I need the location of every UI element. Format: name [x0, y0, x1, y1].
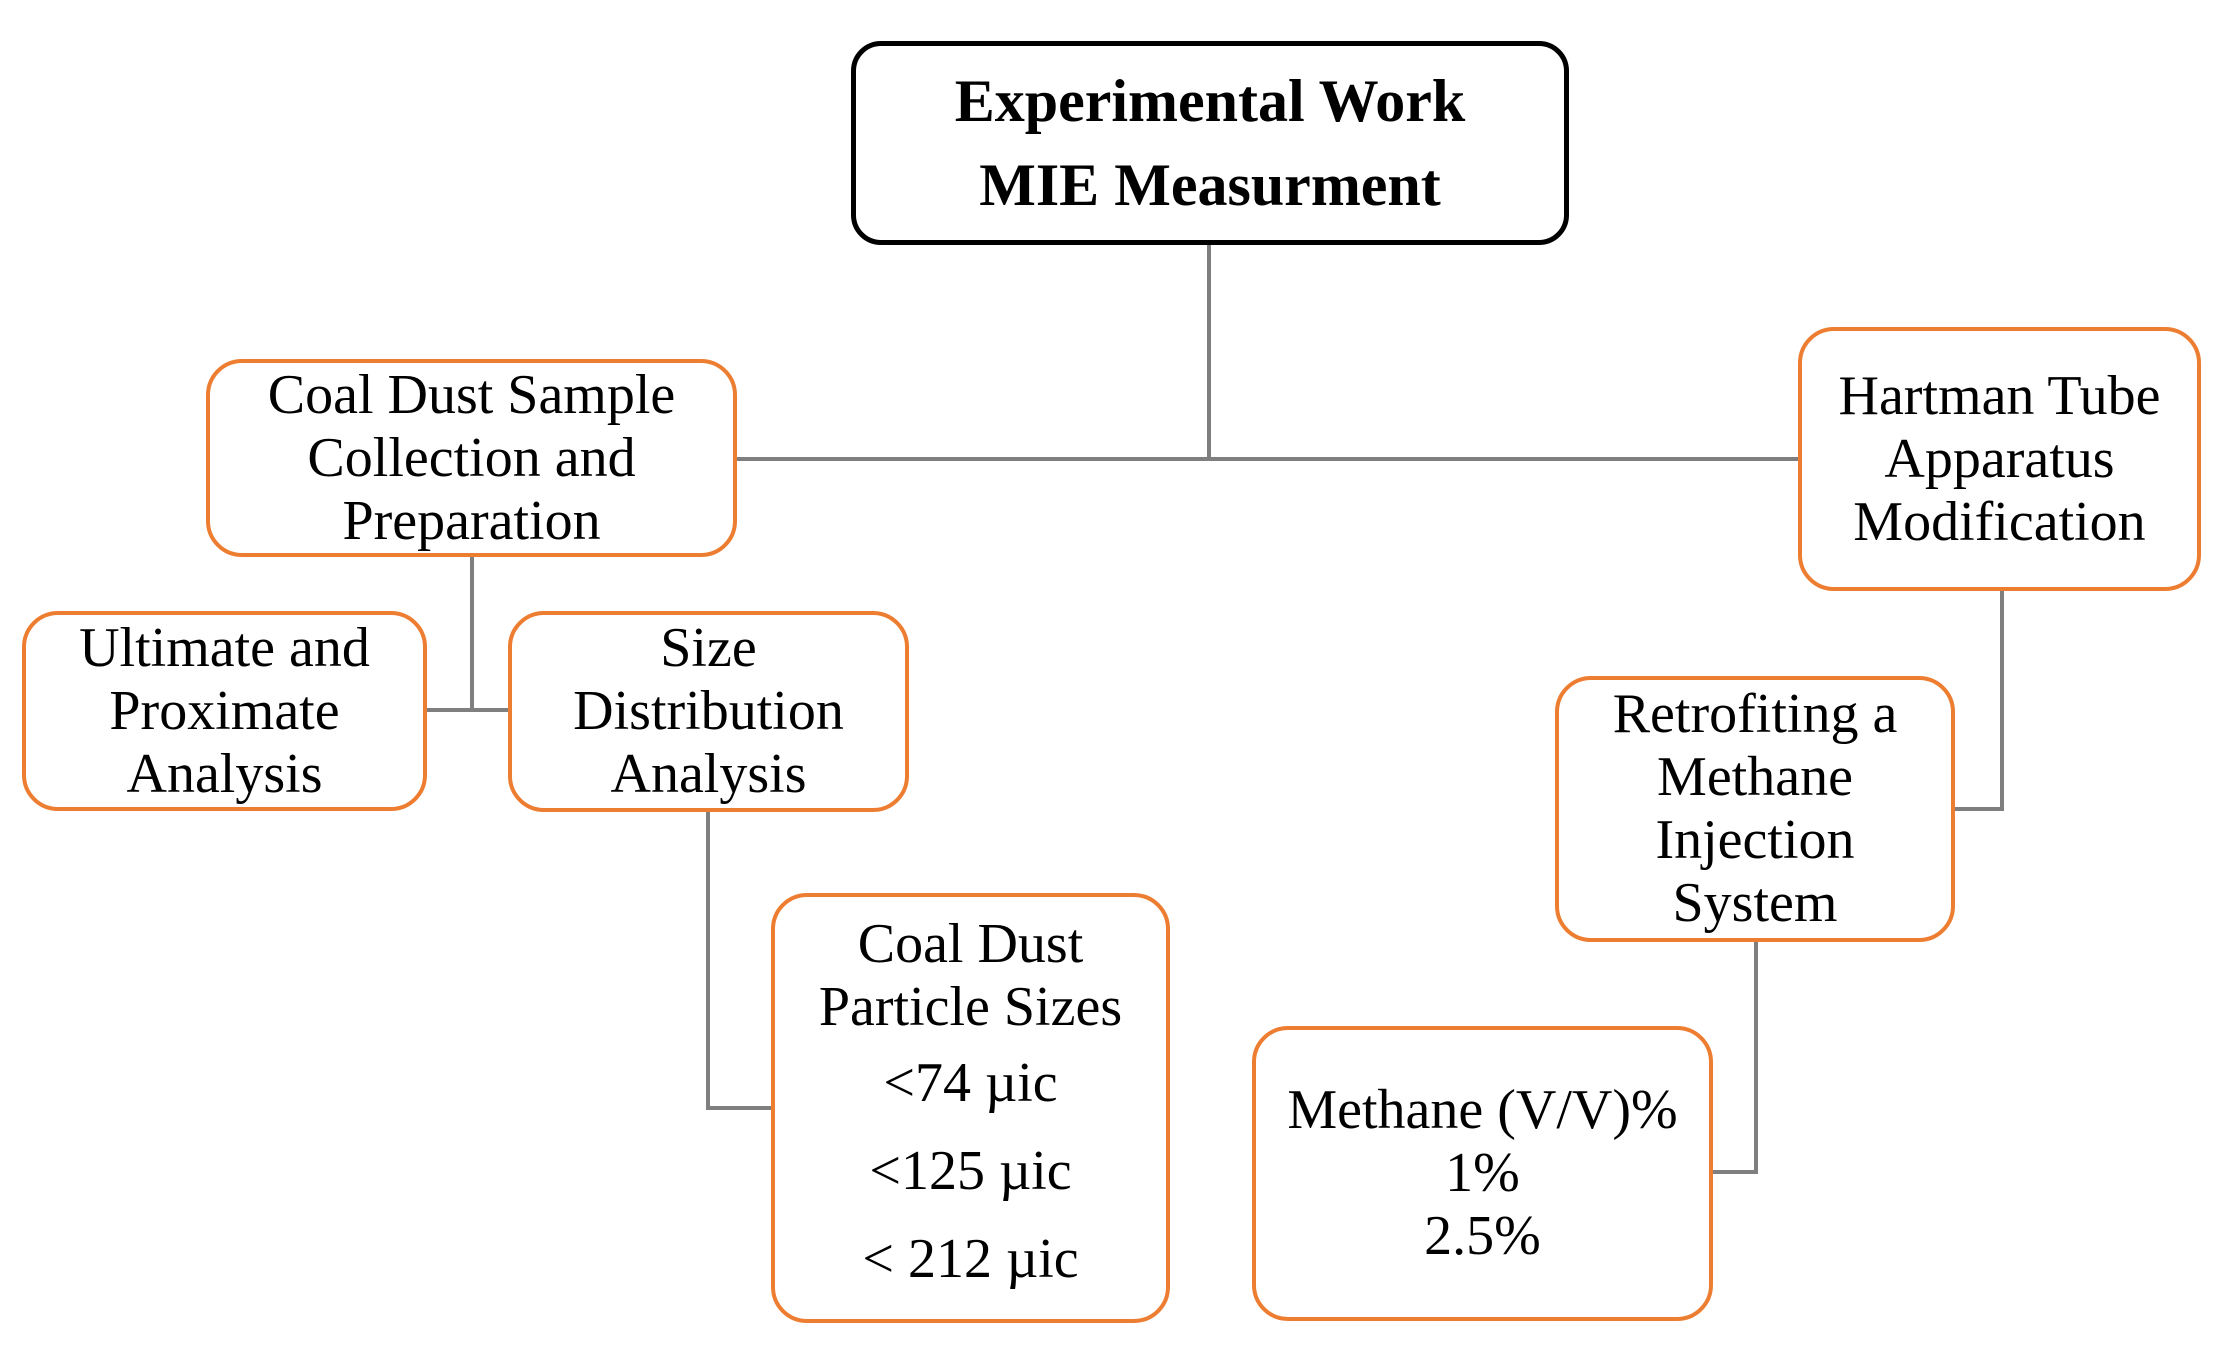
root-line-1: Experimental Work	[954, 68, 1466, 134]
hartman-line-2: Apparatus	[1884, 427, 2115, 490]
hartman-line-1: Hartman Tube	[1838, 364, 2161, 427]
connector-hartman-to-retrofit	[1955, 591, 2004, 811]
size-dist-line-3: Analysis	[610, 743, 807, 805]
particle-size-125: <125 µic	[869, 1140, 1072, 1202]
retrofit-line-3: Injection	[1655, 809, 1855, 871]
size-dist-line-2: Distribution	[573, 680, 844, 742]
retrofit-line-2: Methane	[1657, 746, 1853, 808]
methane-line-3: 2.5%	[1424, 1205, 1541, 1267]
coal-prep-line-2: Collection and	[307, 426, 636, 489]
node-coal-dust-particle-sizes: Coal Dust Particle Sizes <74 µic <125 µi…	[771, 893, 1170, 1323]
particle-size-74: <74 µic	[883, 1052, 1058, 1114]
node-hartman-tube-modification: Hartman Tube Apparatus Modification	[1798, 327, 2201, 591]
methane-line-2: 1%	[1445, 1142, 1520, 1204]
node-coal-dust-sample-preparation: Coal Dust Sample Collection and Preparat…	[206, 359, 737, 557]
hartman-line-3: Modification	[1853, 490, 2146, 553]
retrofit-line-4: System	[1672, 872, 1838, 934]
methane-line-1: Methane (V/V)%	[1287, 1079, 1678, 1141]
size-dist-line-1: Size	[660, 617, 757, 679]
particle-sizes-line-1: Coal Dust	[857, 913, 1084, 975]
connector-size-to-particles	[706, 812, 771, 1110]
coal-prep-line-1: Coal Dust Sample	[267, 363, 676, 426]
ultimate-line-3: Analysis	[126, 742, 323, 805]
node-retrofitting-methane-injection: Retrofiting a Methane Injection System	[1555, 676, 1955, 942]
ultimate-line-1: Ultimate and	[79, 616, 370, 679]
node-ultimate-proximate-analysis: Ultimate and Proximate Analysis	[22, 611, 427, 811]
node-size-distribution-analysis: Size Distribution Analysis	[508, 611, 909, 812]
particle-size-212: < 212 µic	[862, 1228, 1079, 1290]
root-node-experimental-work: Experimental Work MIE Measurment	[851, 41, 1569, 245]
node-methane-concentration: Methane (V/V)% 1% 2.5%	[1252, 1026, 1713, 1321]
retrofit-line-1: Retrofiting a	[1612, 683, 1898, 745]
root-line-2: MIE Measurment	[979, 152, 1441, 218]
particle-sizes-line-2: Particle Sizes	[818, 976, 1123, 1038]
ultimate-line-2: Proximate	[109, 679, 340, 742]
coal-prep-line-3: Preparation	[342, 489, 601, 552]
connector-retrofit-to-methane	[1713, 942, 1758, 1174]
